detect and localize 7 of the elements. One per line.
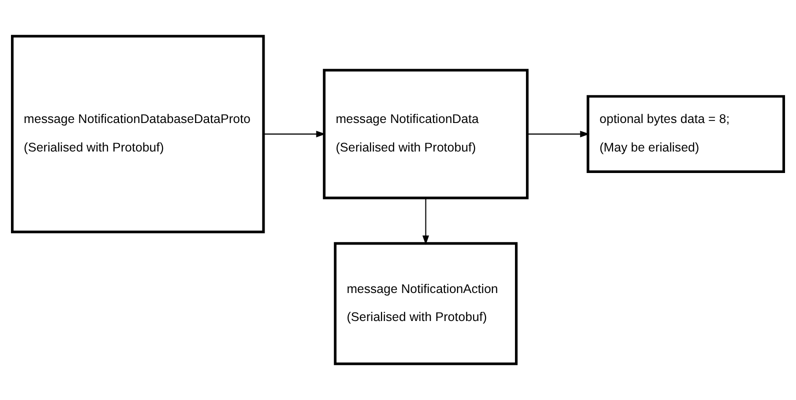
arrow	[264, 130, 326, 138]
arrow	[422, 198, 430, 245]
node-box: optional bytes data = 8; (May be erialised)	[586, 95, 786, 174]
node-box: message NotificationData (Serialised with Protobuf)	[322, 68, 529, 200]
arrow	[527, 130, 590, 138]
node-box: message NotificationDatabaseDataProto (Serialised with Protobuf)	[10, 34, 265, 234]
node-box: message NotificationAction (Serialised with Protobuf)	[334, 242, 518, 366]
